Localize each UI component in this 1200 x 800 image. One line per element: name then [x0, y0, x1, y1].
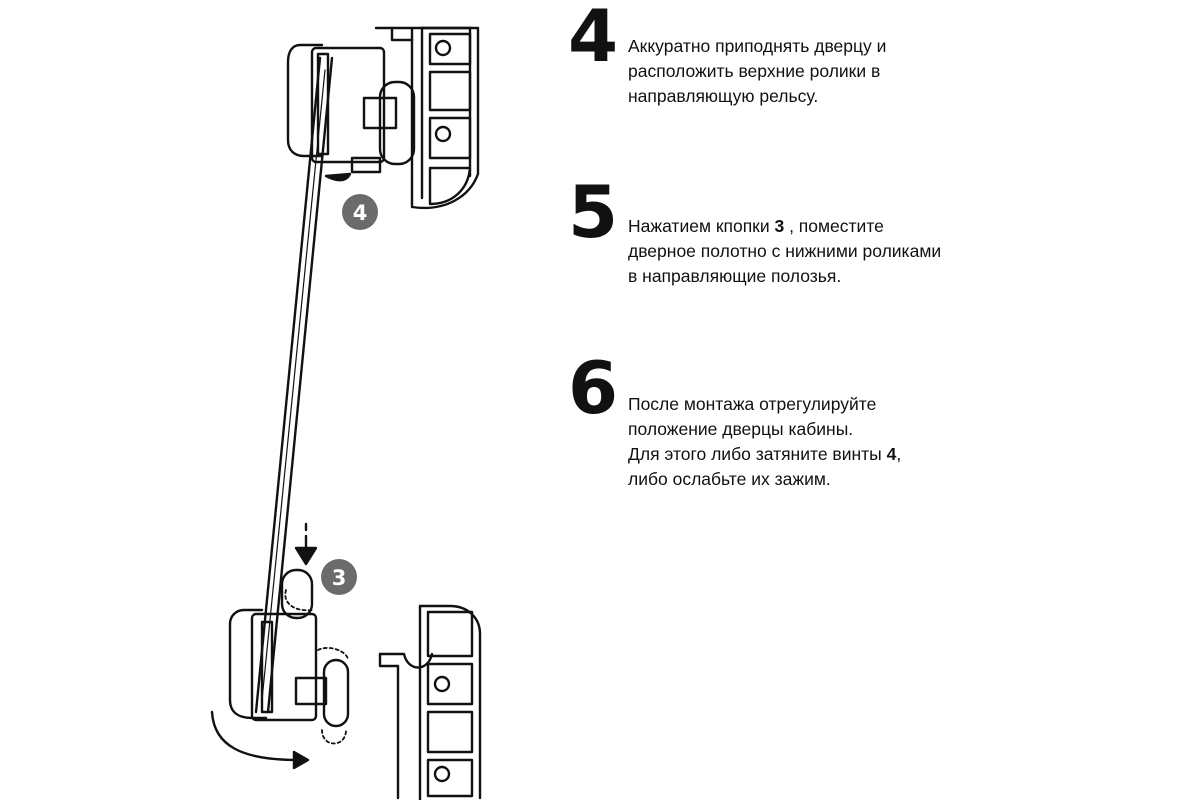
screw-reference: 4	[886, 444, 897, 464]
installation-diagram: 4 3	[210, 26, 482, 800]
instruction-line: дверное полотно с нижними роликами	[628, 241, 942, 261]
instruction-line: направляющую рельсу.	[628, 86, 819, 106]
rotation-arrow	[210, 710, 310, 770]
lower-rail-profile	[378, 604, 482, 800]
instruction-line: Для этого либо затяните винты 4,	[628, 442, 901, 467]
instruction-line: либо ослабьте их зажим.	[628, 469, 831, 489]
callout-screw-label: 4	[353, 201, 368, 225]
door-glass-panel	[254, 56, 334, 714]
upper-roller-assembly	[286, 43, 416, 182]
button-reference: 3	[774, 216, 785, 236]
step-instructions: После монтажа отрегулируйте положение дв…	[628, 392, 901, 492]
step-number: 5	[568, 170, 619, 254]
instruction-line: расположить верхние ролики в	[628, 61, 881, 81]
callout-button-3: 3	[321, 559, 357, 595]
step-number: 6	[568, 346, 619, 430]
upper-rail-profile	[374, 26, 480, 210]
instruction-line: После монтажа отрегулируйте	[628, 394, 877, 414]
push-arrow	[294, 522, 318, 566]
step-number: 4	[568, 0, 619, 78]
step-instructions: Аккуратно приподнять дверцу и расположит…	[628, 34, 886, 109]
instruction-line: Аккуратно приподнять дверцу и	[628, 36, 887, 56]
callout-screw-4: 4	[342, 194, 378, 230]
text-run: ,	[896, 444, 902, 464]
lower-roller-assembly	[228, 568, 350, 745]
instruction-line: в направляющие полозья.	[628, 266, 842, 286]
text-run: Нажатием кпопки	[628, 216, 775, 236]
instruction-line: Нажатием кпопки 3 , поместите	[628, 214, 941, 239]
callout-button-label: 3	[332, 566, 347, 590]
text-run: , поместите	[784, 216, 884, 236]
text-run: Для этого либо затяните винты	[628, 444, 887, 464]
step-instructions: Нажатием кпопки 3 , поместите дверное по…	[628, 214, 941, 289]
instruction-line: положение дверцы кабины.	[628, 419, 854, 439]
